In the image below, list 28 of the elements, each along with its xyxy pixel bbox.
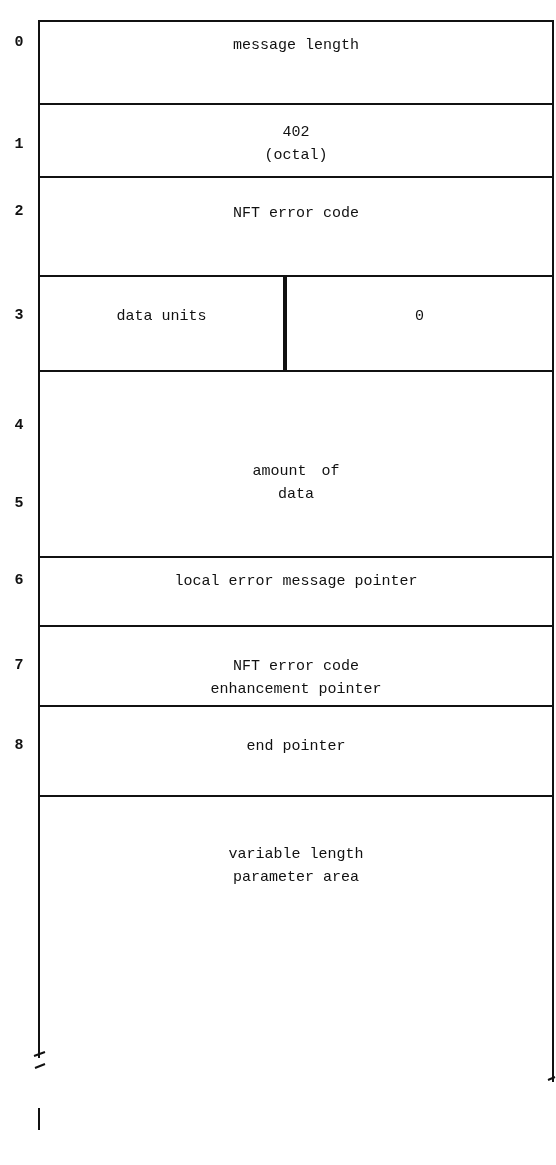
memory-field-box [38,705,554,795]
word-offset-number: 5 [13,495,25,512]
word-offset-number: 3 [13,307,25,324]
memory-field-box [38,556,554,625]
word-offset-number: 8 [13,737,25,754]
memory-field-box [38,20,554,103]
memory-field-box [38,370,554,556]
field-label: message length [232,36,360,56]
memory-field-box [38,275,285,370]
word-offset-number: 7 [13,657,25,674]
field-label: end pointer [245,737,347,757]
word-offset-number: 4 [13,417,25,434]
field-label: NFT error code [232,204,360,224]
memory-field-box [38,103,554,176]
field-label: 402 (octal) [263,123,329,166]
word-offset-number: 0 [13,34,25,51]
memory-field-box [38,625,554,705]
field-label: 0 [414,307,425,327]
field-label: local error message pointer [173,572,419,592]
field-label: amount of data [251,462,341,505]
field-label: data units [115,307,208,327]
memory-field-box [285,275,554,370]
word-offset-number: 6 [13,572,25,589]
memory-field-box [38,176,554,275]
field-label: variable length parameter area [227,845,365,888]
word-offset-number: 1 [13,136,25,153]
word-offset-number: 2 [13,203,25,220]
field-label: NFT error code enhancement pointer [209,657,383,700]
